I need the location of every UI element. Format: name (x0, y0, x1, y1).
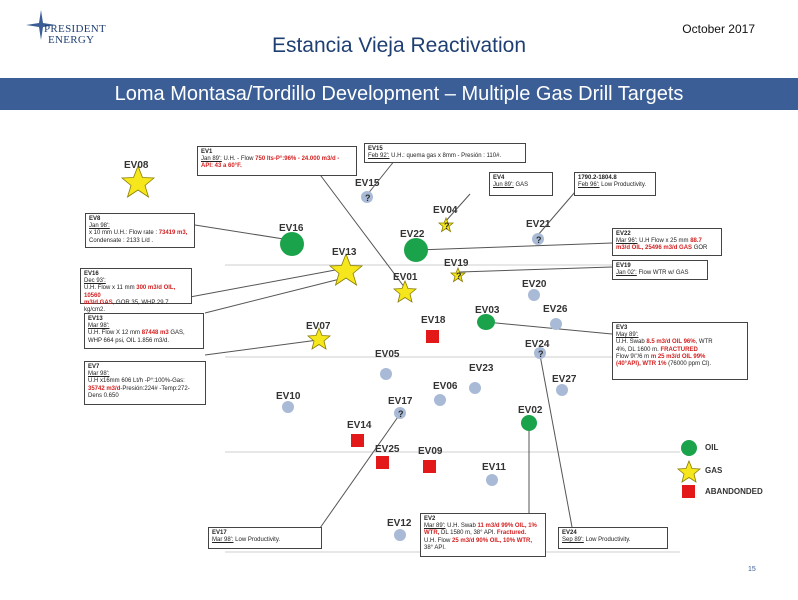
label-ev24: EV24 (525, 339, 550, 350)
label-ev02: EV02 (518, 405, 543, 416)
well-ev06 (434, 394, 446, 406)
legend-oil-label: OIL (705, 443, 719, 452)
svg-text:?: ? (365, 193, 371, 203)
well-ev12 (394, 529, 406, 541)
info-box-ev24: EV24 Sep 89': Low Productivity. (558, 527, 668, 549)
label-ev09: EV09 (418, 446, 443, 457)
info-box-ev19: EV19 Jan 02': Flow WTR w/ GAS (612, 260, 708, 280)
label-ev20: EV20 (522, 279, 547, 290)
info-box-ev7: EV7 Mar 98': U.H x16mm 606 Lt/h -P°:100%… (84, 361, 206, 405)
report-date: October 2017 (682, 22, 755, 36)
well-ev16-oil (280, 232, 304, 256)
info-box-ev13: EV13 Mar 98': U.H. Flow X 12 mm 87448 m3… (84, 313, 204, 349)
well-ev22-oil (404, 238, 428, 262)
well-ev08-gas (120, 164, 156, 198)
legend-gas-icon (676, 459, 702, 483)
well-ev05 (380, 368, 392, 380)
well-ev18-abandoned (426, 330, 439, 343)
info-box-ev22: EV22 Mar 96': U.H Flow x 25 mm 88.7 m3/d… (612, 228, 722, 256)
well-ev24 (534, 347, 546, 359)
svg-text:?: ? (444, 221, 450, 231)
label-ev18: EV18 (421, 315, 446, 326)
legend-abandoned-label: ABANDONDED (705, 487, 763, 496)
svg-text:?: ? (456, 271, 462, 281)
section-banner: Loma Montasa/Tordillo Development – Mult… (0, 78, 798, 110)
well-ev25-abandoned (376, 456, 389, 469)
label-ev12: EV12 (387, 518, 412, 529)
info-box-ev17: EV17 Mar 98': Low Productivity. (208, 527, 322, 549)
label-ev13: EV13 (332, 247, 357, 258)
info-box-ev3: EV3 May 89': U.H. Swab 8.5 m3/d OIL 96%,… (612, 322, 748, 380)
well-ev13-gas (328, 252, 364, 286)
label-ev06: EV06 (433, 381, 458, 392)
svg-text:?: ? (538, 349, 544, 359)
well-ev20 (528, 289, 540, 301)
well-ev02-oil (521, 415, 537, 431)
well-ev19-gas (449, 266, 467, 283)
well-ev14-abandoned (351, 434, 364, 447)
label-ev22: EV22 (400, 229, 425, 240)
unknown-markers: ? ? ? ? ? ? (365, 193, 544, 419)
label-ev01: EV01 (393, 272, 418, 283)
well-ev21 (532, 233, 544, 245)
legend-abandoned-icon (682, 485, 695, 498)
info-box-ev2: EV2 Mar 89': U.H. Swab 11 m3/d 99% OIL, … (420, 513, 546, 557)
label-ev04: EV04 (433, 205, 458, 216)
well-ev01-gas (392, 279, 418, 303)
label-ev23: EV23 (469, 363, 494, 374)
label-ev05: EV05 (375, 349, 400, 360)
page-title: Estancia Vieja Reactivation (271, 34, 527, 57)
label-ev08: EV08 (124, 160, 149, 171)
info-box-ev16: EV16 Dec 93': U.H. Flow x 11 mm 300 m3/d… (80, 268, 192, 313)
well-ev07-gas (306, 326, 332, 350)
legend-oil-icon (681, 440, 697, 456)
label-ev21: EV21 (526, 219, 551, 230)
info-box-ev1: EV1 Jan 89': U.H. - Flow 750 lts-P°:96% … (197, 146, 357, 176)
oil-wells (280, 232, 537, 431)
label-ev15: EV15 (355, 178, 380, 189)
legend-gas-label: GAS (705, 466, 723, 475)
leader-lines (189, 159, 613, 529)
well-ev15 (361, 191, 373, 203)
company-logo: PRESIDENT ENERGY (44, 23, 106, 46)
well-ev27 (556, 384, 568, 396)
label-ev25: EV25 (375, 444, 400, 455)
info-box-ev15: EV15 Feb 92': U.H.: quema gas x 8mm - Pr… (364, 143, 526, 163)
label-ev16: EV16 (279, 223, 304, 234)
label-ev19: EV19 (444, 258, 469, 269)
page-number: 15 (748, 566, 756, 573)
svg-text:?: ? (536, 235, 542, 245)
label-ev27: EV27 (552, 374, 577, 385)
gas-wells (120, 164, 467, 350)
legend-icons (676, 440, 702, 498)
well-ev10 (282, 401, 294, 413)
svg-text:?: ? (398, 409, 404, 419)
star-logo-icon (26, 10, 56, 40)
info-box-ev8: EV8 Jan 98': x 10 mm U.H.: Flow rate : 7… (85, 213, 195, 248)
label-ev07: EV07 (306, 321, 331, 332)
well-ev26 (550, 318, 562, 330)
label-ev17: EV17 (388, 396, 413, 407)
info-box-ev4: EV4 Jun 89': GAS (489, 172, 553, 196)
well-ev03-oil (477, 314, 495, 330)
label-ev03: EV03 (475, 305, 500, 316)
info-box-depth: 1790.2-1804.8 Feb 96': Low Productivity. (574, 172, 656, 196)
other-wells (282, 191, 568, 541)
abandoned-wells (351, 330, 439, 473)
label-ev14: EV14 (347, 420, 372, 431)
label-ev10: EV10 (276, 391, 301, 402)
well-ev11 (486, 474, 498, 486)
well-ev04-gas (437, 216, 455, 233)
well-ev23 (469, 382, 481, 394)
label-ev26: EV26 (543, 304, 568, 315)
well-ev17 (394, 407, 406, 419)
well-ev09-abandoned (423, 460, 436, 473)
label-ev11: EV11 (482, 462, 506, 473)
